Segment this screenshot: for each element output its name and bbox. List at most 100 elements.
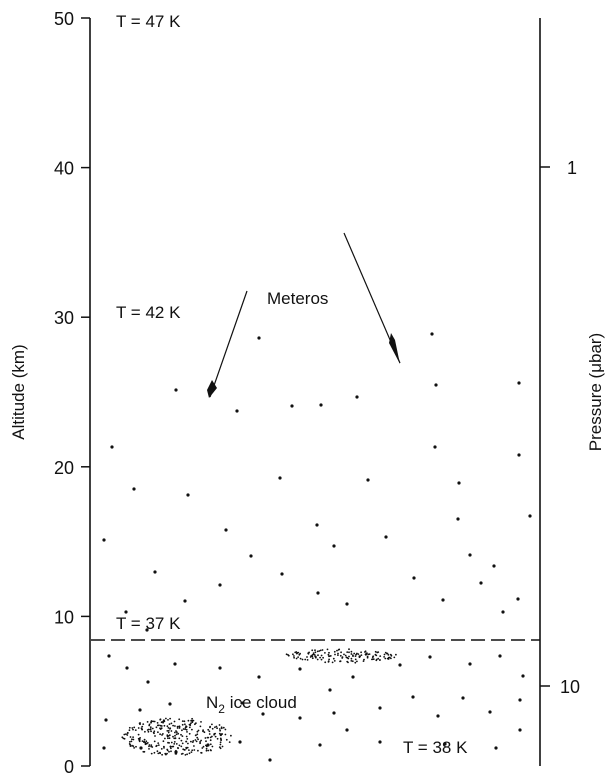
particle-dot	[181, 729, 183, 732]
particle-dot	[371, 658, 373, 661]
particle-dot	[379, 659, 381, 661]
particle-dot	[218, 732, 221, 735]
particle-dot	[177, 732, 180, 735]
particle-dot	[228, 741, 231, 743]
particle-dot	[433, 445, 437, 449]
particle-dot	[443, 742, 447, 746]
particle-dot	[153, 720, 156, 723]
particle-dot	[315, 656, 317, 659]
particle-dot	[355, 395, 359, 399]
particle-dot	[332, 657, 335, 660]
particle-dot	[216, 727, 219, 730]
particle-dot	[170, 741, 173, 744]
particle-dot	[203, 731, 206, 734]
particle-dot	[152, 720, 155, 723]
particle-dot	[295, 652, 298, 655]
particle-dot	[261, 712, 265, 716]
particle-dot	[153, 751, 156, 754]
particle-dot	[167, 735, 170, 737]
particle-dot	[389, 653, 392, 656]
particle-dot	[185, 725, 187, 727]
particle-dot	[148, 745, 150, 748]
particle-dot	[181, 752, 184, 755]
particle-dot	[142, 723, 145, 725]
left-axis-tick-label: 50	[54, 9, 74, 29]
particle-dot	[314, 649, 316, 652]
particle-dot	[107, 654, 111, 658]
particle-dot	[336, 649, 338, 652]
particle-dot	[209, 725, 212, 728]
haze-particles	[102, 332, 532, 762]
particle-dot	[411, 695, 415, 699]
particle-dot	[216, 737, 219, 740]
particle-dot	[295, 657, 298, 660]
particle-dot	[143, 750, 146, 753]
particle-dot	[218, 666, 222, 670]
particle-dot	[324, 652, 326, 654]
particle-dot	[174, 388, 178, 392]
particle-dot	[337, 648, 340, 651]
particle-dot	[102, 746, 106, 750]
right-axis-title: Pressure (μbar)	[586, 333, 605, 451]
left-axis-tick-label: 30	[54, 308, 74, 328]
particle-dot	[278, 476, 282, 480]
particle-dot	[219, 741, 222, 744]
particle-dot	[347, 661, 349, 664]
particle-dot	[249, 554, 253, 558]
particle-dot	[298, 716, 302, 720]
particle-dot	[332, 544, 336, 548]
particle-dot	[367, 653, 370, 656]
particle-dot	[310, 655, 313, 657]
particle-dot	[132, 728, 134, 731]
particle-dot	[215, 725, 218, 728]
particle-dot	[321, 649, 324, 651]
ice-cloud-patch-lower-left	[121, 717, 232, 756]
particle-dot	[182, 748, 185, 751]
particle-dot	[139, 746, 143, 750]
particle-dot	[327, 661, 330, 663]
particle-dot	[468, 553, 472, 557]
particle-dot	[320, 658, 323, 661]
particle-dot	[337, 654, 339, 656]
particle-dot	[153, 732, 155, 735]
particle-dot	[479, 581, 483, 585]
particle-dot	[200, 721, 202, 723]
particle-dot	[167, 727, 170, 729]
particle-dot	[517, 381, 521, 385]
particle-dot	[351, 675, 355, 679]
particle-dot	[219, 743, 222, 746]
particle-dot	[199, 742, 202, 745]
particle-dot	[337, 652, 339, 655]
particle-dot	[172, 735, 174, 738]
particle-dot	[356, 660, 358, 663]
particle-dot	[181, 742, 184, 745]
particle-dot	[207, 749, 210, 752]
particle-dot	[178, 737, 181, 740]
particle-dot	[346, 656, 349, 659]
particle-dot	[131, 738, 133, 741]
particle-dot	[334, 653, 336, 656]
particle-dot	[194, 739, 197, 741]
particle-dot	[166, 734, 169, 736]
particle-dot	[428, 655, 432, 659]
particle-dot	[206, 736, 209, 739]
temperature-label-top: T = 47 K	[116, 12, 181, 31]
particle-dot	[375, 654, 378, 657]
particle-dot	[157, 752, 160, 755]
particle-dot	[363, 658, 365, 661]
particle-dot	[186, 738, 189, 740]
particle-dot	[173, 720, 176, 723]
particle-dot	[155, 744, 158, 747]
particle-dot	[328, 651, 330, 654]
particle-dot	[166, 725, 169, 728]
particle-dot	[290, 404, 294, 408]
particle-dot	[168, 750, 170, 753]
particle-dot	[190, 722, 192, 725]
particle-dot	[209, 743, 212, 746]
particle-dot	[159, 718, 162, 721]
particle-dot	[163, 747, 165, 749]
particle-dot	[294, 651, 297, 654]
particle-dot	[208, 733, 211, 735]
particle-dot	[343, 653, 345, 656]
particle-dot	[183, 720, 186, 723]
